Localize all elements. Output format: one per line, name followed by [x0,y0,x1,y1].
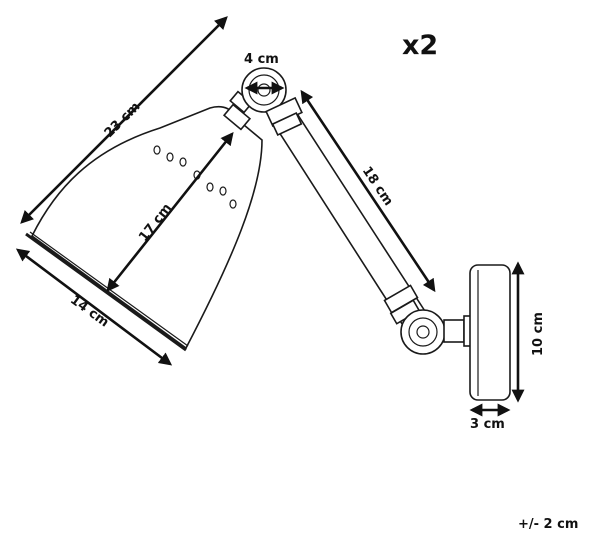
joint-width-label: 4 cm [244,52,279,67]
shade-width-label: 14 cm [67,293,111,331]
tolerance-label: +/- 2 cm [518,517,578,532]
base-depth-label: 3 cm [470,417,505,432]
bottom-joint [400,309,473,355]
lamp-arm [265,96,434,331]
base-height-label: 10 cm [531,312,546,356]
lamp-height-label: 23 cm [102,99,144,141]
shade-width-arrow [15,248,173,366]
quantity-label: x2 [402,30,438,61]
wall-base [469,264,511,401]
arm-length-arrow [300,89,436,293]
lamp-height-arrow [20,16,228,224]
dimension-arrows [15,16,525,417]
shade-neck [222,90,253,131]
